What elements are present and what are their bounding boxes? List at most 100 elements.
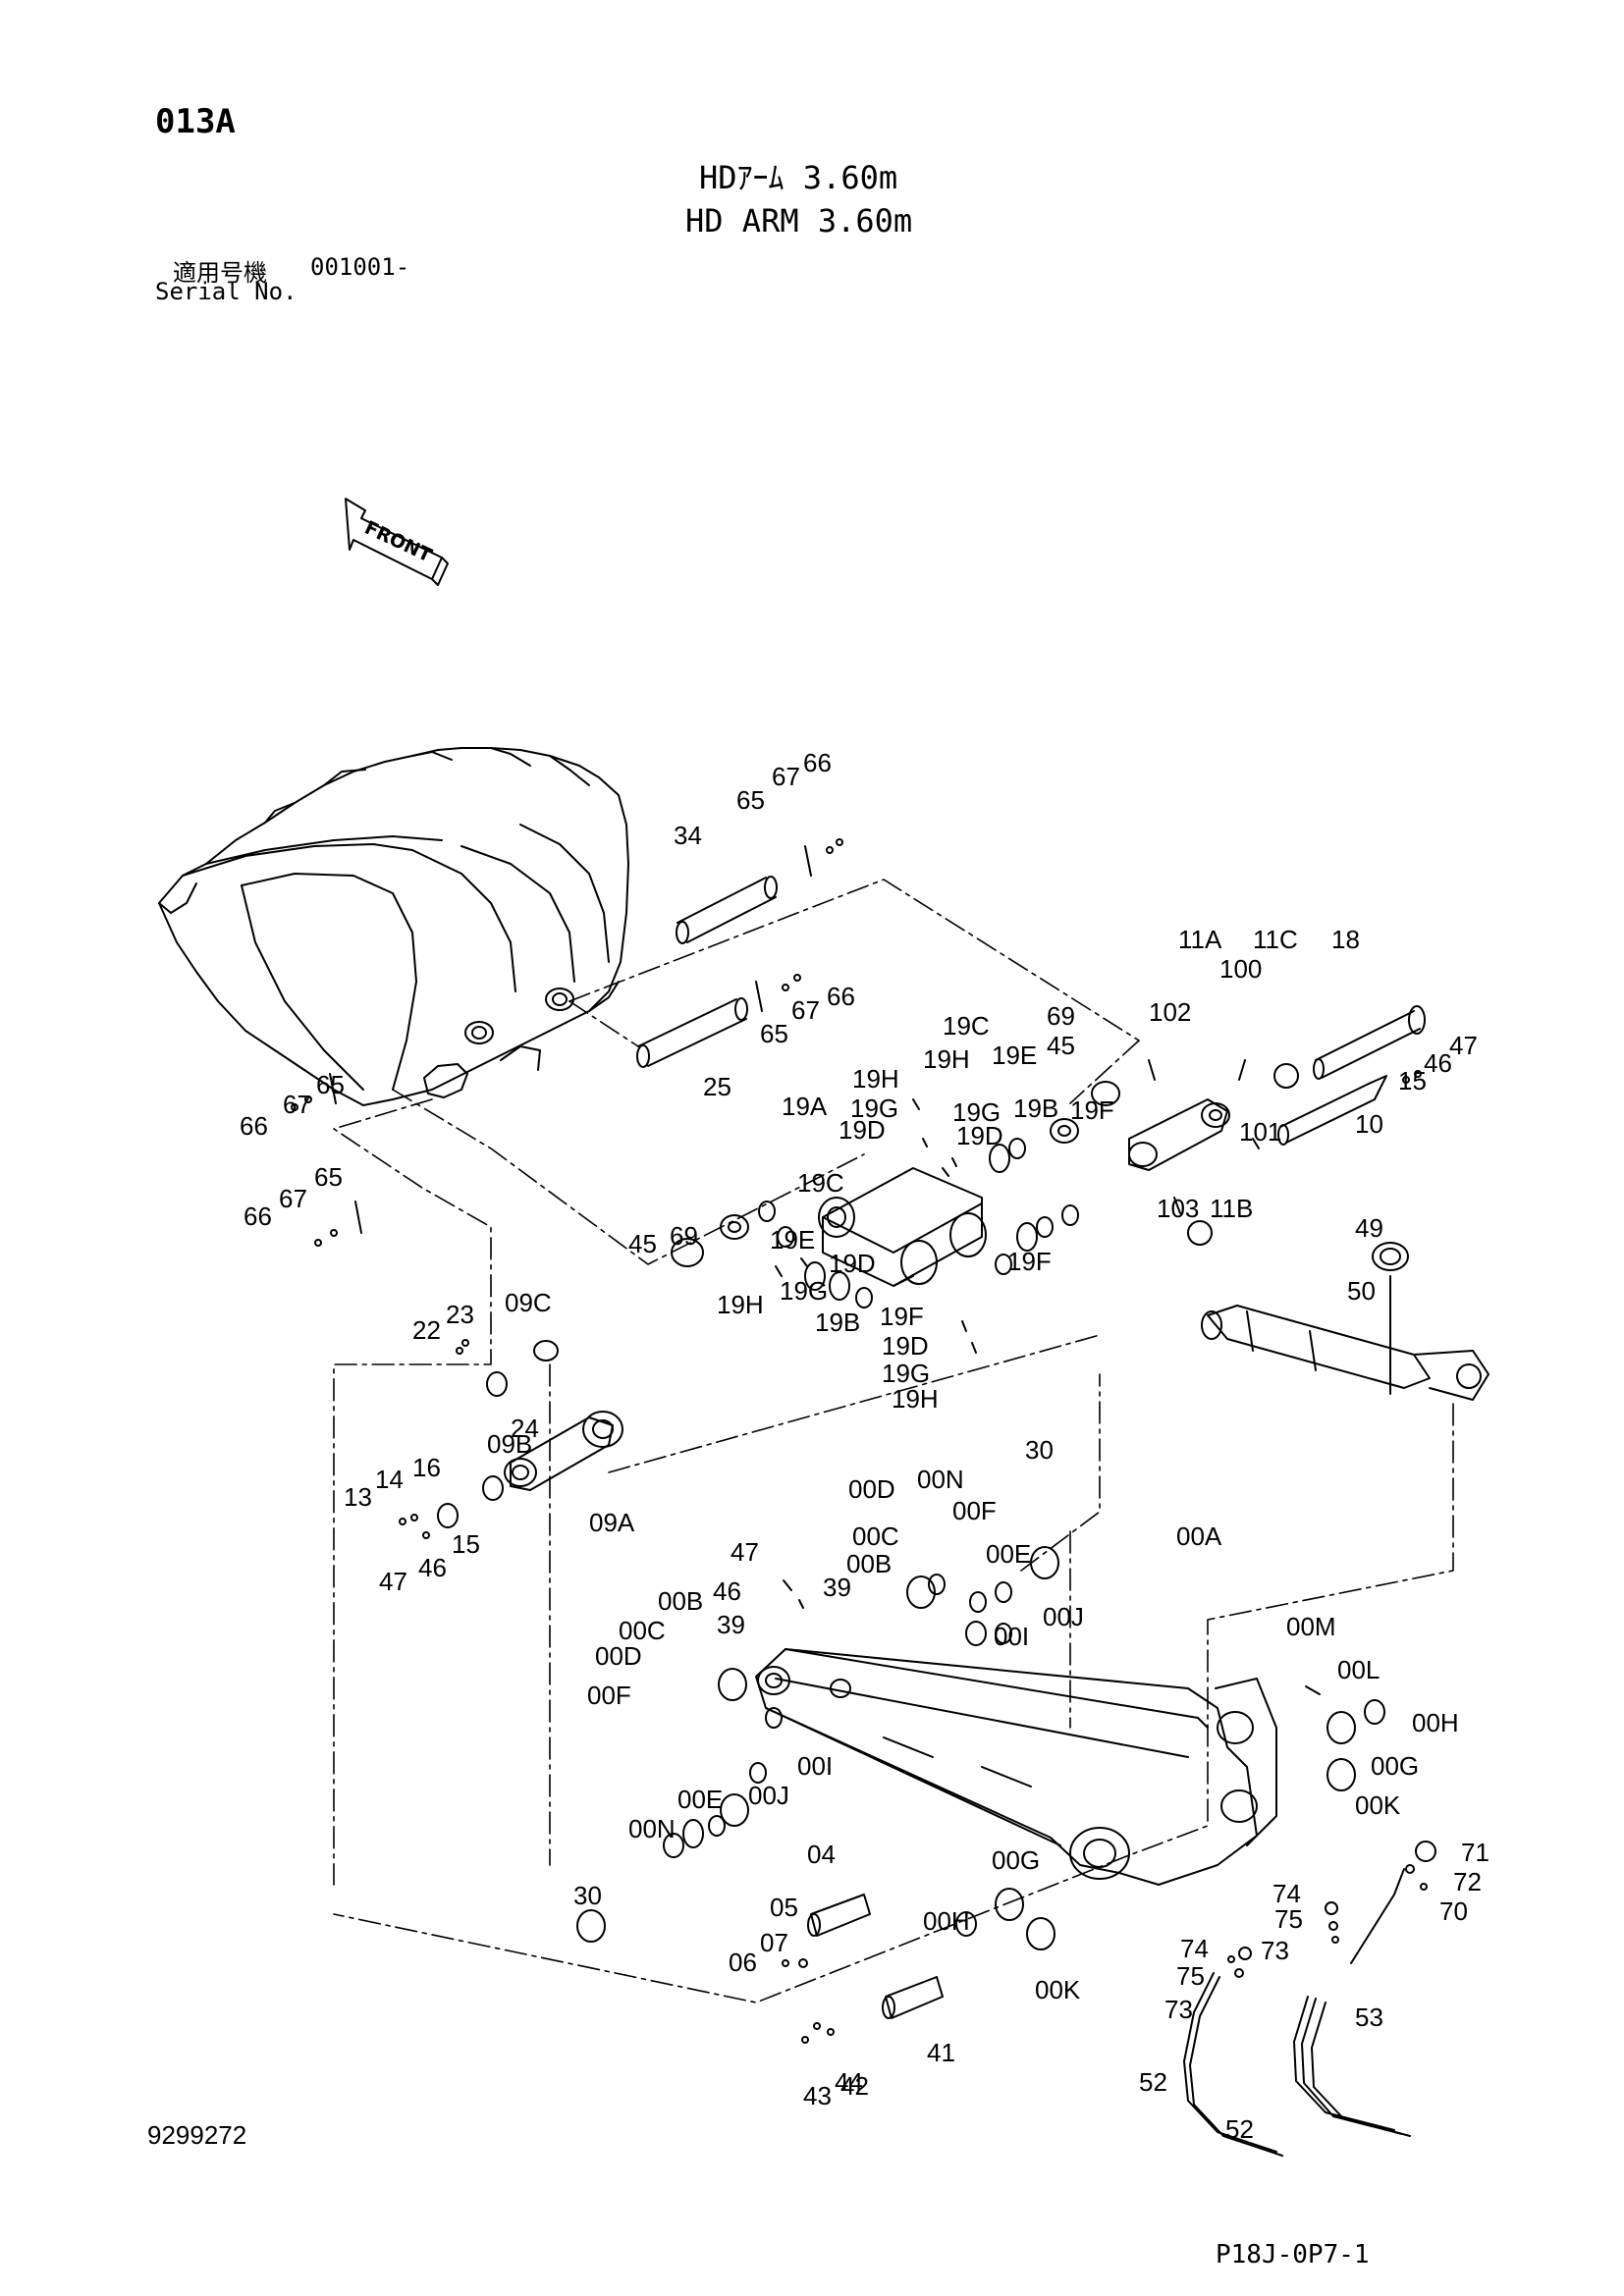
callout-label: 00G [992,1845,1040,1875]
callout-label: 00F [587,1681,631,1710]
link-assembly-19A [818,1167,987,1287]
callout-label: 72 [1453,1867,1482,1896]
callout-label: 19H [852,1064,899,1094]
callout-label: 00F [952,1496,997,1525]
callout-label: 07 [760,1928,788,1957]
callout-label: 53 [1355,2002,1383,2032]
callout-label: 67 [279,1184,307,1213]
callout-label: 00J [1043,1602,1084,1631]
callout-label: 00A [1176,1522,1222,1551]
callout-label: 101 [1239,1117,1281,1147]
callout-label: 71 [1461,1838,1489,1867]
callout-label: 19F [880,1302,924,1331]
callout-label: 00D [848,1474,895,1504]
callout-label: 30 [573,1881,602,1910]
callout-label: 65 [316,1070,345,1099]
callout-label: 49 [1355,1213,1383,1243]
callout-label: 19E [770,1225,815,1255]
seal-16 [437,1503,459,1528]
callout-label: 39 [717,1610,745,1639]
drawing-number: 9299272 [147,2120,247,2150]
callout-label: 75 [1176,1961,1205,1991]
front-label: FRONT [361,517,435,567]
callout-label: 19H [892,1384,939,1414]
callout-label: 13 [344,1482,372,1512]
callout-label: 14 [375,1465,404,1494]
callout-label: 41 [927,2038,955,2067]
callout-label: 19D [956,1121,1003,1150]
callout-label: 11B [1210,1194,1253,1223]
callout-label: 25 [703,1072,731,1101]
callout-label: 69 [670,1221,698,1251]
callout-label: 19H [923,1044,970,1074]
callout-label: 52 [1225,2114,1254,2144]
callout-label: 00D [595,1641,642,1671]
callout-label: 34 [674,821,702,850]
callout-label: 47 [379,1567,407,1596]
callout-label: 00H [923,1906,970,1936]
callout-label: 11A [1178,925,1222,954]
callout-label: 19G [850,1094,898,1123]
callout-label: 22 [412,1315,441,1345]
link-09A [504,1411,623,1491]
callout-label: 46 [713,1576,741,1606]
callout-label: 19G [952,1097,1001,1127]
callout-label: 15 [1398,1066,1427,1095]
bushings-19 [671,1081,1120,1354]
callout-label: 00N [917,1465,964,1494]
callout-label: 19D [829,1249,876,1278]
callout-label: 00B [658,1586,703,1616]
callout-label: 05 [770,1893,798,1922]
pin-18 [1313,1005,1426,1080]
callout-label: 00I [994,1622,1029,1651]
callout-label: 73 [1261,1936,1289,1965]
front-arrow-icon [345,498,449,586]
callout-label: 42 [840,2071,869,2101]
callout-label: 73 [1164,1995,1193,2024]
callout-label: 70 [1439,1896,1468,1926]
callout-label: 19G [780,1276,828,1306]
callout-label: 09C [505,1288,552,1317]
callout-label: 00J [748,1781,789,1810]
callout-label: 19D [882,1331,929,1361]
hoses-52-53 [1183,1841,1436,2157]
callout-label: 66 [240,1111,268,1141]
callout-label: 24 [511,1414,539,1443]
callout-label: 19F [1007,1247,1052,1276]
arm-bushings [576,1546,1385,1950]
callout-label: 00K [1355,1790,1401,1820]
callout-label: 04 [807,1840,836,1869]
cylinder-50 [1201,1242,1489,1401]
pin-34 [676,876,778,944]
callout-label: 00K [1035,1975,1081,2004]
callout-label: 100 [1219,954,1262,984]
callout-label: 00B [846,1549,892,1578]
callout-label: 65 [736,785,765,815]
callout-label: 30 [1025,1435,1054,1465]
callout-label: 75 [1274,1904,1303,1934]
callout-label: 06 [729,1948,757,1977]
bushing-09B [482,1475,504,1501]
callout-label: 46 [418,1553,447,1582]
callout-label: 00C [852,1522,899,1551]
callout-label: 19E [992,1041,1037,1070]
callout-label: 43 [803,2081,832,2110]
callout-label: 66 [827,982,855,1011]
callout-label: 19C [943,1011,990,1041]
callout-label: 65 [314,1162,343,1192]
callout-label: 00E [986,1539,1031,1569]
callout-label: 39 [823,1573,851,1602]
callout-label: 19C [797,1168,844,1198]
callout-label: 45 [628,1229,657,1258]
pin-25 [636,997,748,1068]
serial-label-english: Serial No. [155,278,298,305]
callout-label: 69 [1047,1001,1075,1031]
callout-label: 09A [589,1508,635,1537]
callout-label: 00I [797,1751,833,1781]
callout-label: 19A [782,1092,828,1121]
callout-label: 23 [446,1300,474,1329]
callout-label: 00M [1286,1612,1336,1641]
callout-label: 09B [487,1429,532,1459]
